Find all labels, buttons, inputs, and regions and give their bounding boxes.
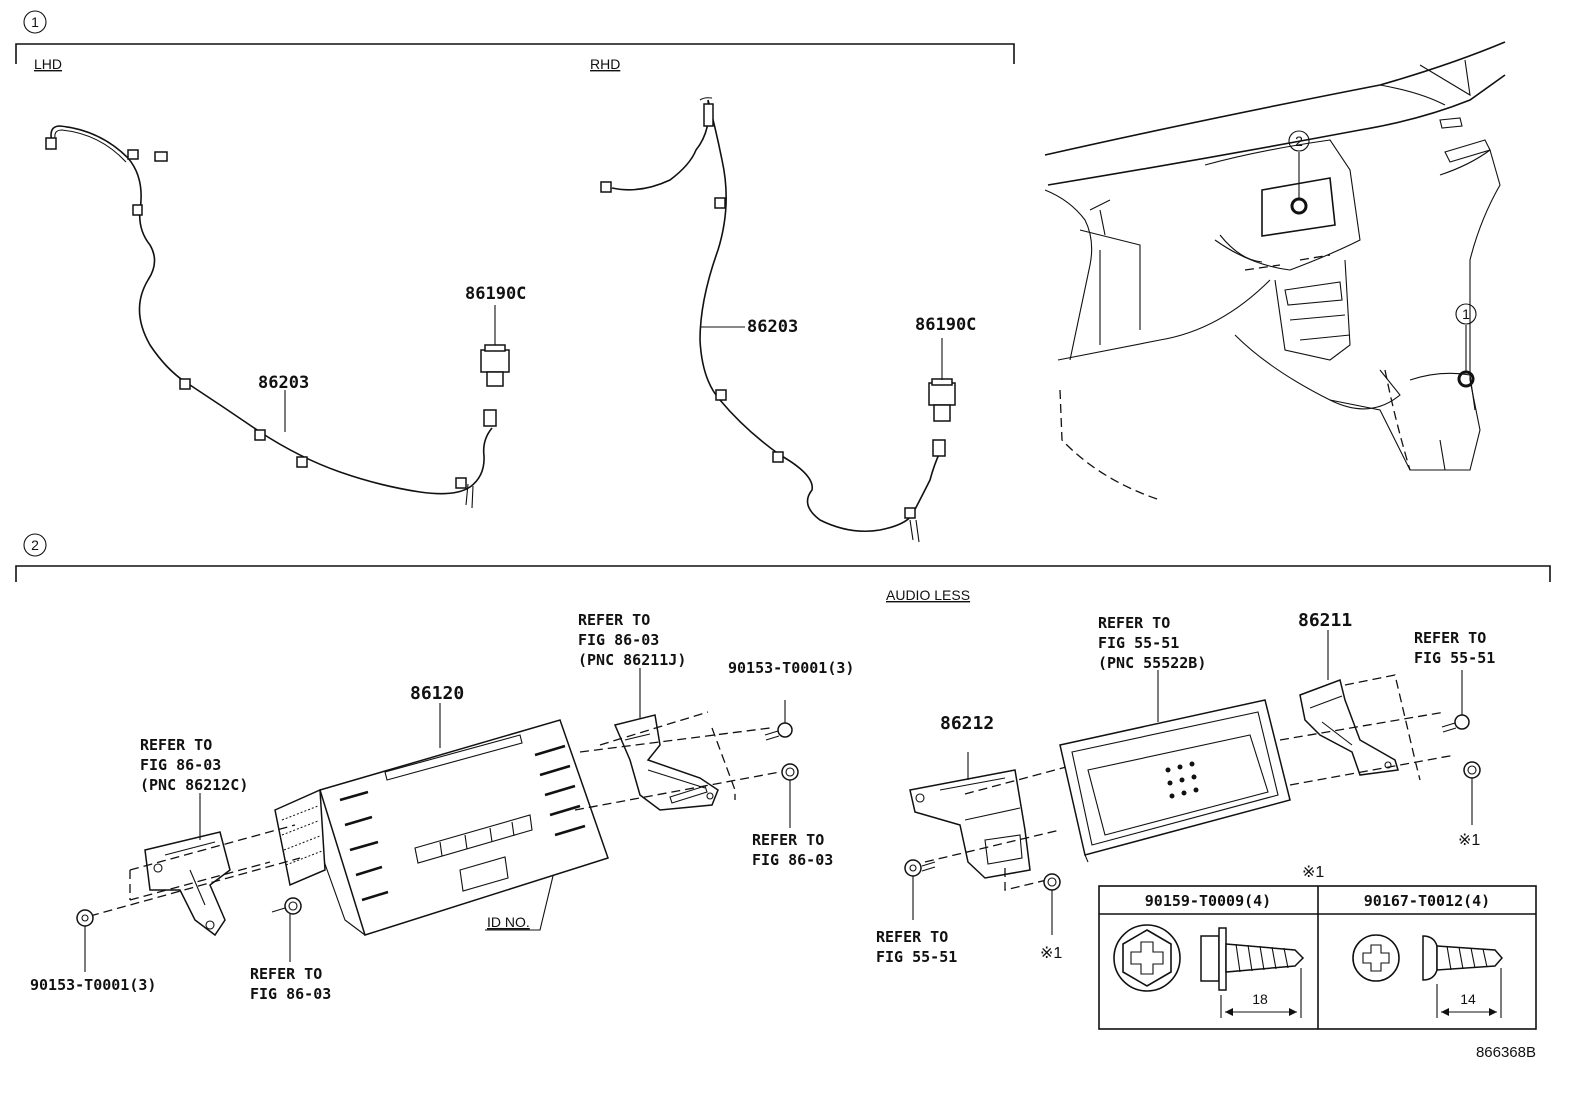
right-bracket-86211j xyxy=(613,714,719,811)
right-bracket-ref-line-2: FIG 86-03 xyxy=(578,631,659,649)
lhd-label: LHD xyxy=(34,56,62,72)
fastener-col-1-length: 18 xyxy=(1252,991,1268,1007)
left-bracket-ref-line-3: (PNC 86212C) xyxy=(140,776,248,794)
bracket-86211-callout: 86211 xyxy=(1298,610,1352,631)
ref-fig-55-51-left-line-2: FIG 55-51 xyxy=(876,948,957,966)
rhd-connector-callout: 86190C xyxy=(915,315,976,335)
section-2: 2 AUDIO LESS xyxy=(15,533,1551,603)
ref-fig-86-03-bottom-line-1: REFER TO xyxy=(250,965,322,983)
screw-note-1-right xyxy=(1463,761,1481,825)
audio-less-label: AUDIO LESS xyxy=(886,587,970,603)
section-1-marker: 1 xyxy=(31,14,39,30)
ref-fig-55-51-right-line-2: FIG 55-51 xyxy=(1414,649,1495,667)
screw-ref-86-03-right xyxy=(781,763,799,828)
id-no-label: ID NO. xyxy=(487,914,530,930)
rhd-harness xyxy=(600,97,946,543)
location-1-marker: 1 xyxy=(1462,306,1470,322)
fastener-col-2-part: 90167-T0012(4) xyxy=(1364,892,1490,910)
ref-fig-86-03-bottom-line-2: FIG 86-03 xyxy=(250,985,331,1003)
ref-fig-86-03-right-line-1: REFER TO xyxy=(752,831,824,849)
ref-fig-55-51-right-line-1: REFER TO xyxy=(1414,629,1486,647)
lhd-connector-callout: 86190C xyxy=(465,284,526,304)
left-bracket-86212c xyxy=(144,831,231,937)
location-2-marker: 2 xyxy=(1295,133,1303,149)
lhd-connector-86190c xyxy=(480,305,510,387)
rhd-connector-86190c xyxy=(928,338,956,422)
screw-left-90153 xyxy=(76,909,94,972)
note-mark-left: ※1 xyxy=(1040,945,1062,962)
left-bracket-ref-line-2: FIG 86-03 xyxy=(140,756,221,774)
ref-fig-86-03-right-line-2: FIG 86-03 xyxy=(752,851,833,869)
note-mark-right: ※1 xyxy=(1458,832,1480,849)
panel-ref-line-3: (PNC 55522B) xyxy=(1098,654,1206,672)
section-1: 1 LHD RHD xyxy=(15,10,1015,72)
screw-ref-55-51-right xyxy=(1441,670,1470,733)
section-2-marker: 2 xyxy=(31,537,39,553)
dashboard-location-view: 2 1 xyxy=(1044,41,1506,501)
receiver-callout: 86120 xyxy=(410,683,464,704)
pan-head-screw-icon xyxy=(1352,934,1503,982)
rhd-harness-callout: 86203 xyxy=(747,317,798,337)
fastener-col-2-length: 14 xyxy=(1460,991,1476,1007)
bracket-86212 xyxy=(909,769,1031,879)
fastener-table: ※1 90159-T0009(4) 90167-T0012(4) 18 14 xyxy=(1098,864,1537,1030)
bracket-86212-callout: 86212 xyxy=(940,713,994,734)
audio-less-panel xyxy=(1059,699,1291,863)
left-bracket-ref-line-1: REFER TO xyxy=(140,736,212,754)
screw-left-callout: 90153-T0001(3) xyxy=(30,976,156,994)
ref-fig-55-51-left-line-1: REFER TO xyxy=(876,928,948,946)
figure-id: 866368B xyxy=(1476,1044,1536,1061)
fastener-col-1-part: 90159-T0009(4) xyxy=(1145,892,1271,910)
bracket-86211 xyxy=(1299,679,1399,776)
receiver-86120 xyxy=(274,719,609,936)
screw-top-callout: 90153-T0001(3) xyxy=(728,659,854,677)
lhd-harness-callout: 86203 xyxy=(258,373,309,393)
screw-note-1-left xyxy=(1043,873,1061,935)
screw-top-90153 xyxy=(764,700,793,741)
right-bracket-ref-line-3: (PNC 86211J) xyxy=(578,651,686,669)
panel-ref-line-1: REFER TO xyxy=(1098,614,1170,632)
lhd-harness xyxy=(45,125,497,509)
panel-ref-line-2: FIG 55-51 xyxy=(1098,634,1179,652)
fastener-table-note: ※1 xyxy=(1302,864,1324,881)
rhd-label: RHD xyxy=(590,56,620,72)
right-bracket-ref-line-1: REFER TO xyxy=(578,611,650,629)
screw-ref-86-03-bottom xyxy=(271,897,302,962)
screw-ref-55-51-left xyxy=(904,859,936,920)
hex-washer-screw-icon xyxy=(1113,924,1305,992)
